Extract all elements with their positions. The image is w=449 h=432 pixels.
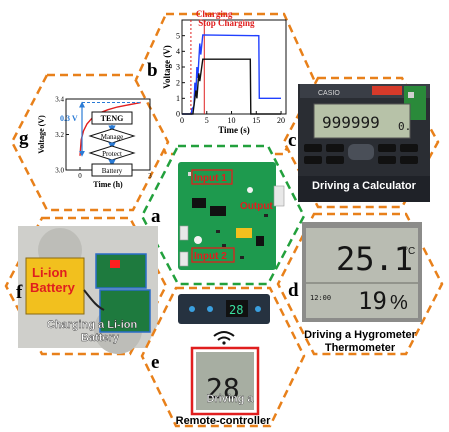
remote-lcd xyxy=(196,352,254,410)
chart-g-ytick-label: 3.0 xyxy=(55,166,64,174)
input2-box xyxy=(191,247,235,263)
flow-label-manage: Manage xyxy=(101,133,124,141)
chart-b-xtick-label: 0 xyxy=(180,116,184,125)
flow-label-protect: Protect xyxy=(102,150,122,158)
flow-diamond-manage xyxy=(88,128,136,144)
panel-c-letter: c xyxy=(288,130,296,151)
panel-c-caption: Driving a Calculator xyxy=(312,180,417,192)
output-label: Output xyxy=(240,201,273,212)
delta-voltage-label: 0.3 V xyxy=(60,114,78,123)
hygrometer-temp-unit: °C xyxy=(404,246,415,257)
pcb-yellow-capacitor xyxy=(236,228,252,238)
remote-lcd-number: 28 xyxy=(206,372,240,405)
panel-b-hex-border xyxy=(132,12,318,156)
chart-b-ylabel: Voltage (V) xyxy=(162,45,172,88)
flow-box-teng xyxy=(91,111,133,125)
panel-g-letter: g xyxy=(19,128,29,149)
charging-annotation: Charging xyxy=(196,9,233,19)
panel-d: 25.1 °C 12:00 19 % Driving a Hygrometer … xyxy=(276,212,444,356)
input1-box xyxy=(191,169,233,185)
remote-top-device: 28 xyxy=(178,294,270,324)
chart-b-ytick-label: 4 xyxy=(176,47,180,56)
li-ion-charging-photo xyxy=(18,226,158,354)
chart-g-ytick-label: 3.2 xyxy=(55,131,64,139)
panel-f-caption-line1: Charging a Li-ion xyxy=(47,319,138,331)
panel-a-letter: a xyxy=(151,206,161,227)
panel-g-hex-border xyxy=(10,73,170,212)
chart-b-ytick-label: 1 xyxy=(176,94,180,103)
hygrometer-time: 12:00 xyxy=(310,294,331,302)
calculator-lcd xyxy=(313,103,411,139)
panel-e-letter: e xyxy=(151,352,159,373)
calculator-lcd-right: 0. xyxy=(398,120,411,133)
hygrometer-humidity: 19 xyxy=(358,287,387,315)
chart-b-series-0 xyxy=(182,34,281,115)
hygrometer-lcd xyxy=(306,228,418,318)
chart-b-xtick-label: 10 xyxy=(228,116,236,125)
chart-g-xtick-label: 3 xyxy=(148,172,152,180)
panel-a: Input 1 Output Input 2 a xyxy=(140,144,306,286)
panel-f-letter: f xyxy=(16,282,23,303)
hygrometer-photo: 25.1 °C 12:00 19 % xyxy=(302,222,422,322)
panel-d-caption-line1: Driving a Hygrometer xyxy=(304,329,417,341)
chart-b-ytick-label: 5 xyxy=(176,31,180,40)
panel-e-caption-line2: Remote-controller xyxy=(176,415,271,427)
remote-lcd-highlight xyxy=(190,346,260,416)
chart-b-series-1 xyxy=(182,58,281,115)
li-ion-label-line2: Battery xyxy=(30,280,76,295)
chart-b-ytick-label: 3 xyxy=(176,63,180,72)
chart-b-xtick-label: 15 xyxy=(252,116,260,125)
hygrometer-temperature: 25.1 xyxy=(336,240,413,278)
flow-diamond-protect xyxy=(88,145,136,161)
calculator-keypad xyxy=(304,144,418,164)
panel-b-letter: b xyxy=(147,60,158,81)
panel-f-caption-line2: Battery xyxy=(81,332,120,344)
panel-f: Li-ion Battery Charging a Li-ion Battery… xyxy=(4,216,168,356)
chart-b-xtick-label: 5 xyxy=(205,116,209,125)
panel-c: CASIO 999999 0. Driving a Calculator c xyxy=(282,76,440,209)
chart-g-ytick-label: 3.4 xyxy=(55,95,64,103)
flow-label-teng: TENG xyxy=(101,114,124,123)
panel-e-caption-line1: Driving a xyxy=(206,393,254,405)
input2-label: Input 2 xyxy=(194,251,227,262)
flow-label-battery: Battery xyxy=(102,167,123,175)
hygrometer-humidity-unit: % xyxy=(390,292,408,314)
flow-box-battery xyxy=(91,163,133,177)
panel-d-caption-line2: Thermometer xyxy=(325,342,396,354)
charger-red-led xyxy=(110,260,120,268)
panel-e: 28 28 Driving a Remote-controller e xyxy=(140,286,306,428)
chart-b-ytick-label: 0 xyxy=(176,110,180,119)
stop-charging-annotation: Stop Charging xyxy=(198,18,255,28)
calculator-lcd-digits: 999999 xyxy=(322,113,380,132)
remote-device-display: 28 xyxy=(229,303,243,317)
chart-b-xtick-label: 20 xyxy=(277,116,285,125)
charger-board xyxy=(95,253,147,289)
li-ion-label-line1: Li-ion xyxy=(32,265,67,280)
chart-g-xlabel: Time (h) xyxy=(93,180,123,189)
chart-b-xlabel: Time (s) xyxy=(218,125,250,135)
chart-g-ylabel: Voltage (V) xyxy=(37,115,46,154)
li-ion-battery xyxy=(25,257,85,315)
calculator-brand: CASIO xyxy=(318,90,340,97)
panel-d-letter: d xyxy=(288,280,299,301)
pcb xyxy=(178,162,276,270)
calculator-photo: CASIO 999999 0. xyxy=(298,84,430,202)
chart-b-ytick-label: 2 xyxy=(176,78,180,87)
chart-g-xtick-label: 0 xyxy=(78,172,82,180)
input1-label: Input 1 xyxy=(194,173,227,184)
wireless-signal-icon xyxy=(213,331,235,345)
circuit-board-photo xyxy=(178,162,285,270)
